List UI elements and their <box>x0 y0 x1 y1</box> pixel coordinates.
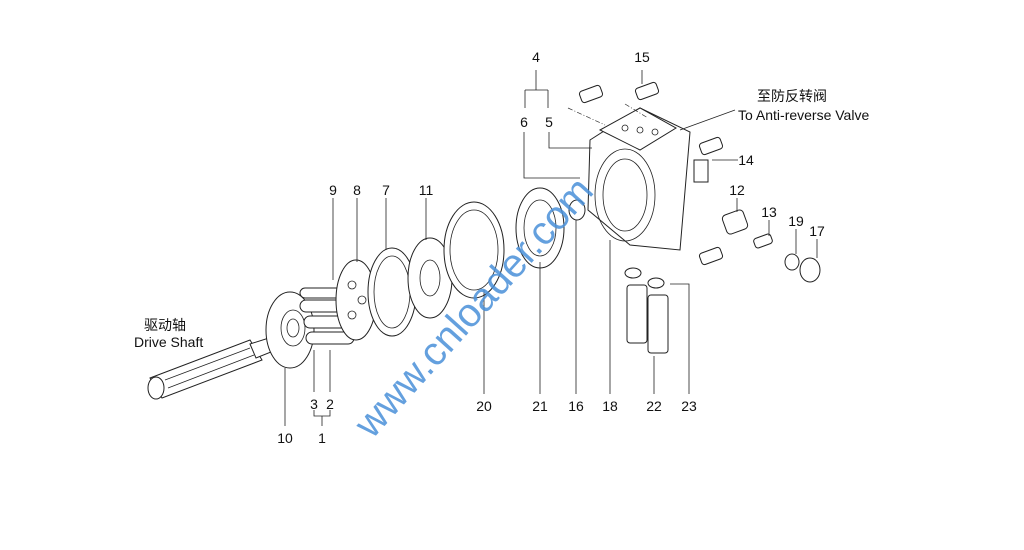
label-15: 15 <box>634 49 650 65</box>
drive-shaft-caption-cn: 驱动轴 <box>144 317 186 333</box>
part-16-bearing <box>568 199 586 221</box>
label-3: 3 <box>310 396 318 412</box>
label-14: 14 <box>738 152 754 168</box>
label-1: 1 <box>318 430 326 446</box>
label-16: 16 <box>568 398 584 414</box>
part-20-ring <box>443 201 505 299</box>
part-7-cylinder-block <box>367 247 417 337</box>
label-20: 20 <box>476 398 492 414</box>
part-8-plate <box>335 259 377 341</box>
part-13-spring <box>753 233 773 249</box>
drive-shaft-caption-en: Drive Shaft <box>134 334 203 350</box>
bolts-15 <box>567 81 724 266</box>
part-14-plate <box>693 159 709 183</box>
label-4: 4 <box>532 49 540 65</box>
label-6: 6 <box>520 114 528 130</box>
part-19-oring <box>784 253 800 271</box>
label-5: 5 <box>545 114 553 130</box>
label-18: 18 <box>602 398 618 414</box>
label-21: 21 <box>532 398 548 414</box>
drive-shaft <box>147 329 301 400</box>
leader-lines <box>284 70 818 426</box>
valve-caption-en: To Anti-reverse Valve <box>738 107 869 123</box>
label-9: 9 <box>329 182 337 198</box>
label-23: 23 <box>681 398 697 414</box>
label-7: 7 <box>382 182 390 198</box>
label-8: 8 <box>353 182 361 198</box>
part-18-housing <box>587 107 691 251</box>
valve-caption-cn: 至防反转阀 <box>757 88 827 104</box>
label-12: 12 <box>729 182 745 198</box>
label-22: 22 <box>646 398 662 414</box>
label-13: 13 <box>761 204 777 220</box>
label-11: 11 <box>419 182 434 198</box>
label-10: 10 <box>277 430 293 446</box>
part-17-cap <box>799 257 821 283</box>
label-2: 2 <box>326 396 334 412</box>
label-19: 19 <box>788 213 804 229</box>
label-17: 17 <box>809 223 825 239</box>
part-12-plug <box>721 209 749 235</box>
part-22-valves <box>624 267 669 354</box>
